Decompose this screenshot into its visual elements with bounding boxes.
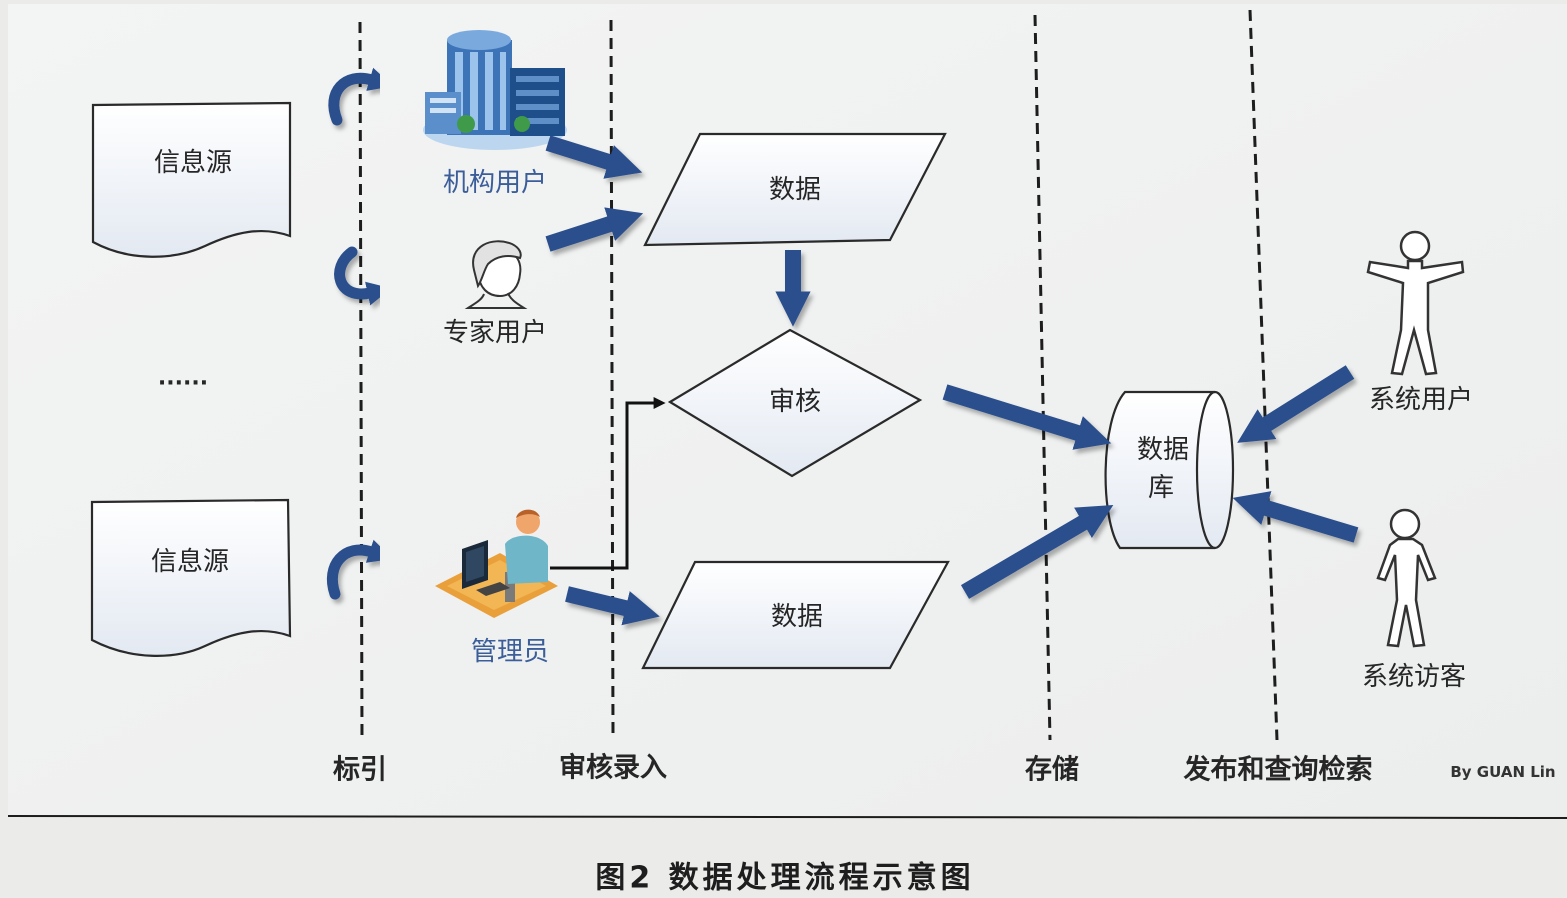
source-document-2: 信息源: [90, 498, 292, 657]
data-label: 数据: [769, 175, 821, 205]
curved-arrow-icon: [334, 246, 392, 306]
arrow-data-to-database: [960, 504, 1114, 599]
data-label: 数据: [771, 602, 823, 632]
system-user-figure-icon: [1366, 230, 1465, 376]
system-visitor-label: 系统访客: [1362, 662, 1466, 692]
admin-label: 管理员: [471, 637, 549, 667]
expert-head-icon: [464, 240, 528, 309]
database-label-line1: 数据: [1137, 435, 1189, 465]
source-label: 信息源: [151, 547, 229, 577]
source-label: 信息源: [154, 148, 232, 178]
figure-caption: 图2 数据处理流程示意图: [595, 861, 974, 896]
lane-label-indexing: 标引: [333, 755, 387, 786]
data-parallelogram-top: 数据: [643, 132, 947, 247]
system-visitor-figure-icon: [1376, 508, 1437, 648]
building-icon: [423, 30, 567, 150]
database-label-line2: 库: [1148, 473, 1174, 503]
curved-arrow-icon: [326, 539, 393, 600]
sources-ellipsis: ......: [158, 366, 208, 391]
arrow-visitor-to-database: [1232, 491, 1359, 543]
arrow-expert-to-data: [545, 207, 644, 252]
lane-divider-3: [1033, 14, 1052, 741]
review-diamond: 审核: [667, 328, 923, 478]
lane-dividers: [358, 9, 1279, 741]
lane-divider-2: [609, 19, 615, 736]
curved-arrow-icon: [328, 67, 393, 126]
expert-user-label: 专家用户: [443, 318, 547, 348]
flow-arrows: [545, 135, 1359, 626]
database-cylinder: 数据 库: [1104, 390, 1235, 550]
admin-computer-icon: [435, 509, 558, 618]
arrow-system-user-to-database: [1237, 365, 1355, 443]
arrow-review-to-database: [942, 384, 1112, 450]
review-label: 审核: [769, 387, 821, 417]
institution-user-label: 机构用户: [443, 168, 547, 198]
figure-bottom-rule: [7, 815, 1567, 819]
admin-review-connector: [550, 397, 666, 570]
arrow-institution-to-data: [545, 135, 643, 179]
lane-divider-1: [358, 21, 364, 741]
lane-label-storage: 存储: [1025, 755, 1079, 786]
lane-label-review-entry: 审核录入: [559, 752, 667, 784]
lane-labels: 标引 审核录入 存储 发布和查询检索: [333, 752, 1373, 786]
lane-divider-4: [1248, 9, 1279, 741]
arrow-admin-to-data: [565, 586, 660, 626]
source-document-1: 信息源: [91, 101, 292, 258]
indexing-arrows: [326, 67, 393, 600]
system-user-label: 系统用户: [1369, 385, 1473, 415]
figure-credit: By GUAN Lin: [1450, 763, 1555, 781]
data-parallelogram-bottom: 数据: [641, 560, 950, 670]
lane-label-publish-query: 发布和查询检索: [1183, 754, 1373, 786]
